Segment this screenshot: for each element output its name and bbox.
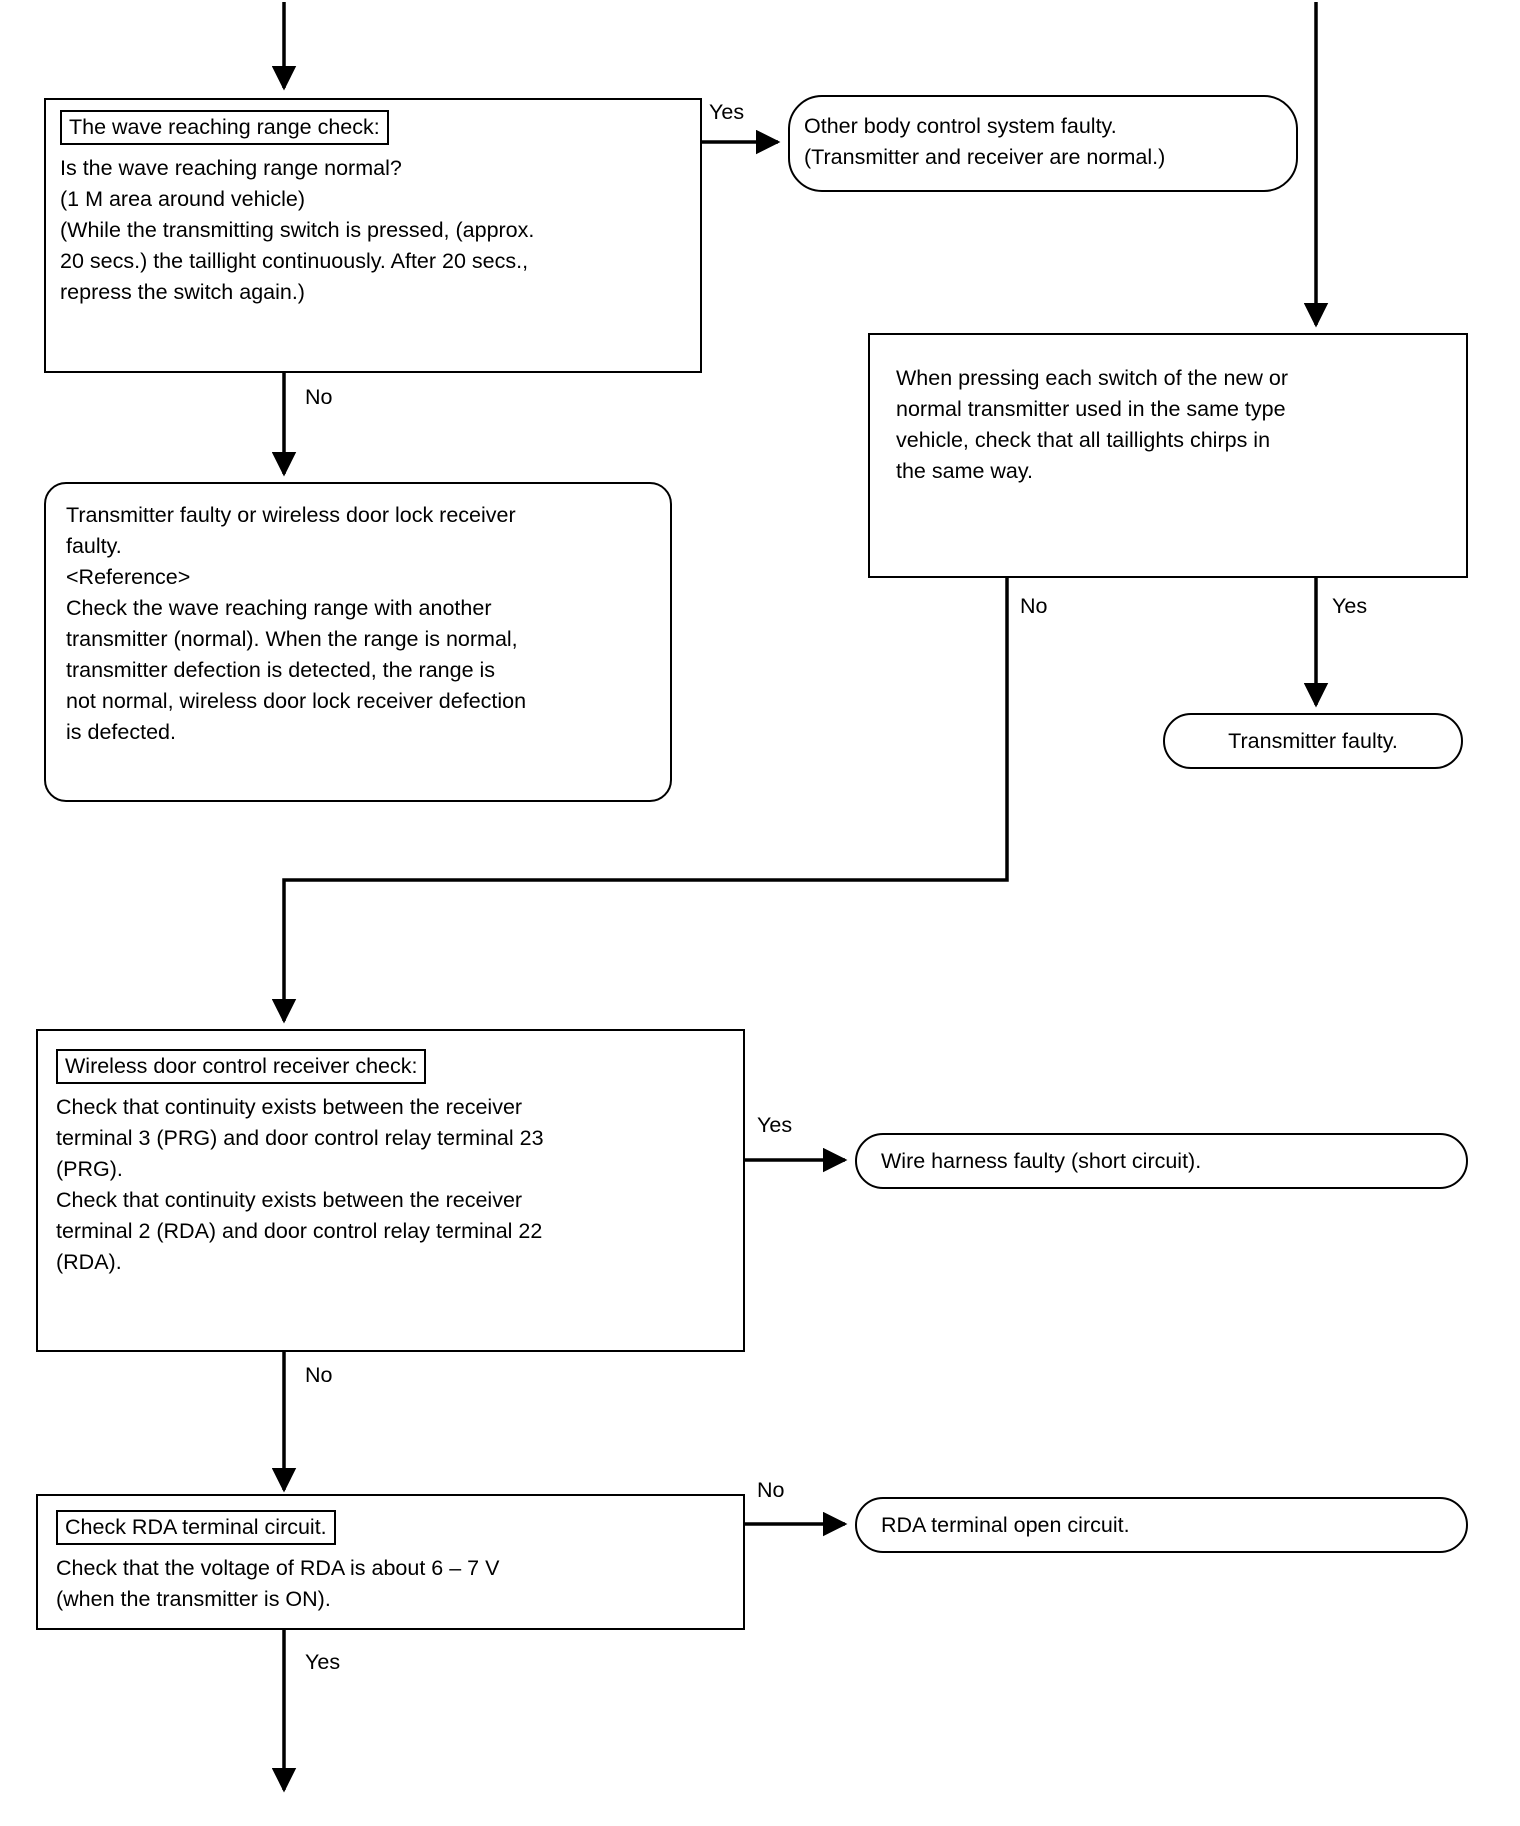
node-transmitter-or-receiver-faulty[interactable]: Transmitter faulty or wireless door lock…: [44, 482, 672, 802]
node-transmitter-or-receiver-faulty-body: Transmitter faulty or wireless door lock…: [66, 503, 527, 744]
node-transmitter-faulty[interactable]: Transmitter faulty.: [1163, 713, 1463, 769]
node-press-each-switch[interactable]: When pressing each switch of the new or …: [868, 333, 1468, 578]
node-rda-open-circuit-body: RDA terminal open circuit.: [881, 1513, 1130, 1537]
node-check-rda-terminal-body: Check that the voltage of RDA is about 6…: [56, 1556, 500, 1611]
node-wave-range-check[interactable]: The wave reaching range check: Is the wa…: [44, 98, 702, 373]
node-wire-harness-faulty[interactable]: Wire harness faulty (short circuit).: [855, 1133, 1468, 1189]
edge-label-no-rda-check: No: [757, 1478, 785, 1502]
node-receiver-check-body: Check that continuity exists between the…: [56, 1095, 544, 1274]
node-wire-harness-faulty-body: Wire harness faulty (short circuit).: [881, 1149, 1202, 1173]
node-receiver-check-title: Wireless door control receiver check:: [56, 1049, 427, 1084]
node-check-rda-terminal[interactable]: Check RDA terminal circuit. Check that t…: [36, 1494, 745, 1630]
node-other-body-control-faulty[interactable]: Other body control system faulty. (Trans…: [788, 95, 1298, 192]
node-press-each-switch-body: When pressing each switch of the new or …: [896, 366, 1288, 483]
edge-label-no-press-switch: No: [1020, 594, 1048, 618]
node-wave-range-check-title: The wave reaching range check:: [60, 110, 389, 145]
edge-label-yes-press-switch: Yes: [1332, 594, 1368, 618]
edge-label-yes-rda-check: Yes: [305, 1650, 341, 1674]
node-transmitter-faulty-body: Transmitter faulty.: [1228, 729, 1398, 753]
node-check-rda-terminal-title: Check RDA terminal circuit.: [56, 1510, 336, 1545]
edge-label-no-wave-range: No: [305, 385, 333, 409]
edge-label-yes-receiver-check: Yes: [757, 1113, 793, 1137]
node-wave-range-check-body: Is the wave reaching range normal? (1 M …: [60, 156, 535, 304]
node-other-body-control-faulty-body: Other body control system faulty. (Trans…: [804, 114, 1166, 169]
edge-label-yes-wave-range: Yes: [709, 100, 745, 124]
node-rda-open-circuit[interactable]: RDA terminal open circuit.: [855, 1497, 1468, 1553]
edge-label-no-receiver-check: No: [305, 1363, 333, 1387]
node-receiver-check[interactable]: Wireless door control receiver check: Ch…: [36, 1029, 745, 1352]
